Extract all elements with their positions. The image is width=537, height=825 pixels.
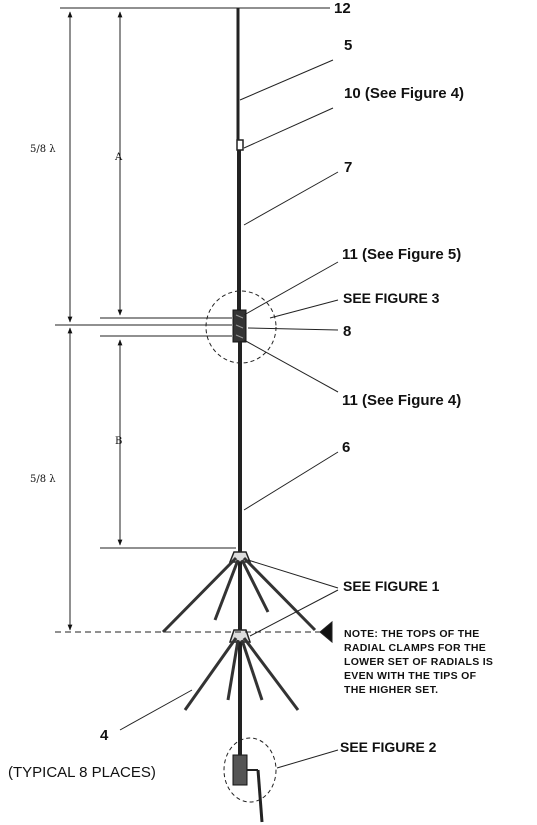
upper-radials	[161, 556, 317, 634]
callout-4: 4	[100, 727, 109, 744]
callout-10: 10 (See Figure 4)	[344, 85, 464, 102]
see-figure-1-label: SEE FIGURE 1	[343, 578, 440, 594]
note-line: RADIAL CLAMPS FOR THE	[344, 642, 486, 654]
callout-8: 8	[343, 323, 351, 340]
detail-circles	[205, 290, 277, 803]
note-line: THE HIGHER SET.	[344, 684, 438, 696]
callout-6: 6	[342, 439, 350, 456]
see-figure-2-label: SEE FIGURE 2	[340, 739, 437, 755]
typical-8-places-label: (TYPICAL 8 PLACES)	[8, 764, 156, 781]
dimension-b-label: B	[115, 436, 122, 447]
note-line: EVEN WITH THE TIPS OF	[344, 670, 477, 682]
leader-lines	[119, 59, 339, 769]
lower-wavelength-label: 5/8 λ	[30, 474, 56, 485]
see-figure-3-label: SEE FIGURE 3	[343, 290, 440, 306]
antenna-mast	[228, 8, 264, 823]
dimension-lines	[55, 7, 332, 633]
callout-7: 7	[344, 159, 352, 176]
note-block: NOTE: THE TOPS OF THE RADIAL CLAMPS FOR …	[344, 628, 493, 696]
note-line: LOWER SET OF RADIALS IS	[344, 656, 493, 668]
callout-5: 5	[344, 37, 352, 54]
lower-radials	[183, 637, 300, 711]
callout-11-top: 11 (See Figure 5)	[342, 246, 461, 263]
upper-wavelength-label: 5/8 λ	[30, 144, 56, 155]
note-line: NOTE: THE TOPS OF THE	[344, 628, 480, 640]
callout-11-bottom: 11 (See Figure 4)	[342, 392, 461, 409]
callout-12: 12	[334, 0, 351, 17]
dimension-a-label: A	[114, 152, 123, 163]
